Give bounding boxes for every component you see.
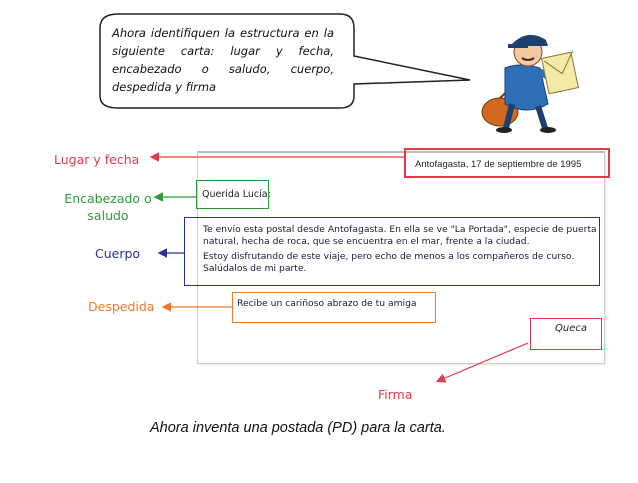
label-body: Cuerpo bbox=[95, 246, 141, 261]
letter-body-paragraph-1: Te envío esta postal desde Antofagasta. … bbox=[203, 224, 597, 247]
greeting-highlight-box bbox=[196, 180, 269, 209]
letter-greeting: Querida Lucía: bbox=[202, 189, 271, 200]
label-heading-line1: Encabezado o bbox=[64, 191, 152, 206]
letter-closing: Recibe un cariñoso abrazo de tu amiga bbox=[237, 298, 417, 309]
letter-date: Antofagasta, 17 de septiembre de 1995 bbox=[415, 159, 582, 170]
letter-body-paragraph-2: Estoy disfrutando de este viaje, pero ec… bbox=[203, 251, 575, 274]
letter-card bbox=[197, 151, 605, 364]
place-date-highlight-box bbox=[404, 148, 610, 178]
bubble-text: Ahora identifiquen la estructura en la s… bbox=[112, 26, 334, 94]
label-heading-line2: saludo bbox=[87, 208, 129, 223]
label-place-date: Lugar y fecha bbox=[54, 152, 140, 167]
letter-signature: Queca bbox=[555, 323, 587, 334]
label-farewell: Despedida bbox=[88, 299, 155, 314]
signature-highlight-box bbox=[530, 318, 602, 350]
closing-highlight-box bbox=[232, 292, 436, 323]
signature-arrow bbox=[435, 342, 529, 383]
body-highlight-box bbox=[184, 217, 600, 286]
label-heading: Encabezado o saludo bbox=[58, 190, 158, 224]
label-signature: Firma bbox=[378, 387, 413, 402]
footer-instruction: Ahora inventa una postada (PD) para la c… bbox=[150, 420, 446, 436]
